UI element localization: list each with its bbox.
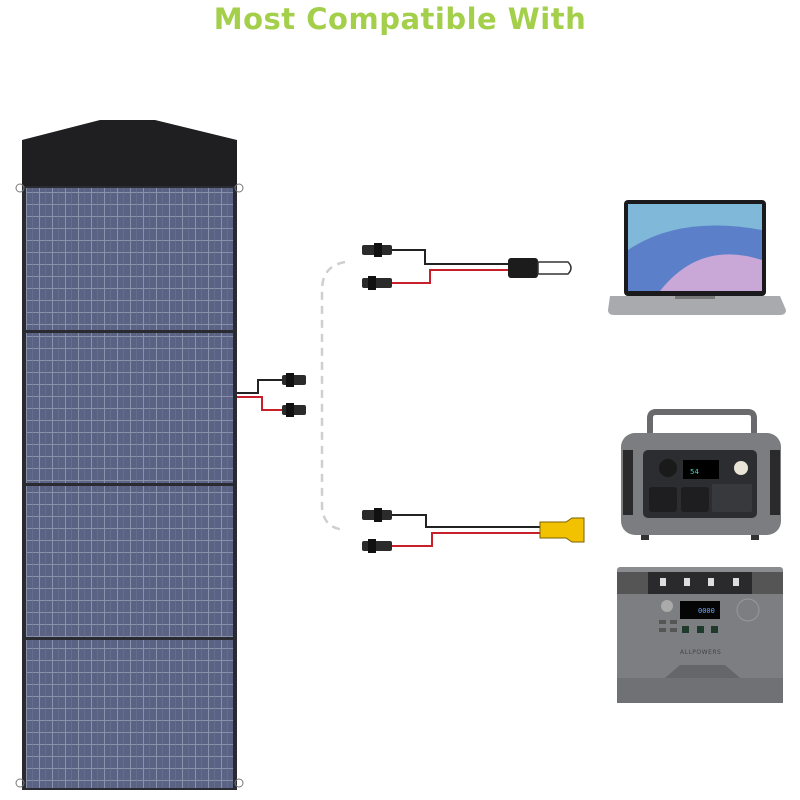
laptop [608,200,786,315]
brand-logo: ALLPOWERS [680,649,721,656]
power-station-large: 0000 ALLPOWERS [617,567,783,703]
mc4-connector-icon [362,276,392,290]
svg-text:54: 54 [690,468,699,476]
dc-plug-icon [508,258,538,278]
dc-cable [362,243,572,290]
solar-panel [15,120,244,790]
panel-ring-icon [15,183,25,193]
solar-panel-section [26,640,233,788]
mc4-connector-icon [362,243,392,257]
mc4-connector-icon [362,539,392,553]
page-title: Most Compatible With [213,2,587,36]
mc4-connector-icon [362,508,392,522]
xt60-plug-icon [539,517,585,543]
mc4-connector-icon [282,373,306,387]
lcd-display [680,601,720,619]
solar-panel-section [26,333,233,483]
power-button-icon [734,461,748,475]
panel-output-cable [237,373,306,417]
panel-ring-icon [234,183,244,193]
mc4-connector-icon [282,403,306,417]
panel-ring-icon [234,778,244,788]
panel-top-cap [22,120,237,186]
solar-panel-section [26,486,233,637]
dashed-connection-line [320,260,346,532]
power-station-small: 54 [621,409,781,540]
xt60-cable [362,508,585,553]
panel-ring-icon [15,778,25,788]
solar-panel-section [26,188,233,330]
svg-text:0000: 0000 [698,607,715,615]
